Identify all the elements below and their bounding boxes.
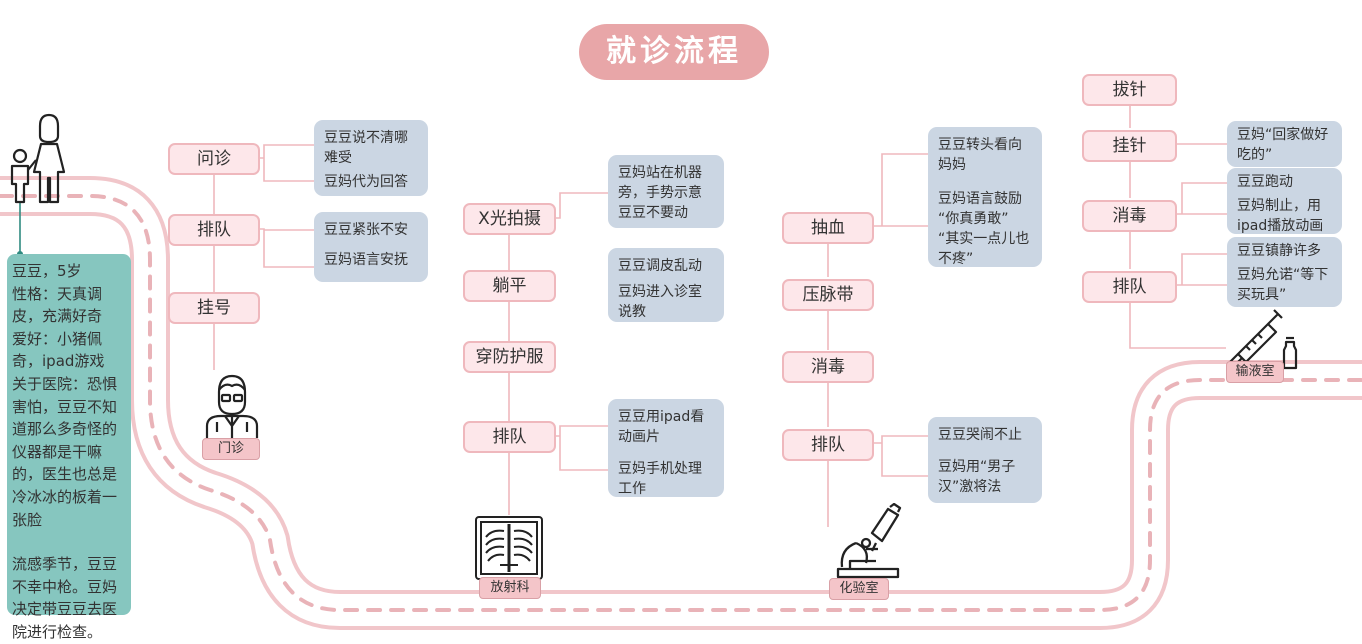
step-xray[interactable]: X光拍摄 [463, 203, 556, 235]
step-paidui[interactable]: 排队 [1082, 271, 1177, 303]
child-story-text: 流感季节，豆豆不幸中枪。豆妈决定带豆豆去医院进行检查。 [12, 555, 118, 641]
note-infusion-xiaodu: 豆豆跑动 豆妈制止，用ipad播放动画 [1227, 168, 1342, 234]
page-title: 就诊流程 [579, 24, 769, 80]
xray-icon [475, 516, 543, 580]
note-line: 豆妈用“男子汉”激将法 [938, 459, 1016, 495]
station-label-clinic: 门诊 [202, 438, 260, 460]
note-line: 豆妈允诺“等下买玩具” [1237, 267, 1329, 303]
note-xray: 豆妈站在机器旁，手势示意豆豆不要动 [608, 155, 724, 228]
step-wenzhen[interactable]: 问诊 [168, 143, 260, 175]
note-guazhen: 豆妈“回家做好吃的” [1227, 121, 1342, 167]
note-clinic-paidui: 豆豆紧张不安 豆妈语言安抚 [314, 212, 428, 282]
note-line: 豆豆用ipad看动画片 [618, 409, 705, 445]
note-line: 豆豆跑动 [1237, 174, 1293, 190]
child-profile-text: 豆豆，5岁 性格：天真调皮，充满好奇 爱好：小猪佩奇，ipad游戏 关于医院：恐… [12, 262, 118, 529]
note-line: 豆妈语言安抚 [324, 252, 408, 268]
note-line: 豆妈进入诊室说教 [618, 284, 702, 320]
connector [260, 228, 314, 268]
step-xiaodu[interactable]: 消毒 [782, 351, 874, 383]
step-choxue[interactable]: 抽血 [782, 212, 874, 244]
note-radiology-paidui: 豆豆用ipad看动画片 豆妈手机处理工作 [608, 399, 724, 497]
note-line: 豆妈站在机器旁，手势示意豆豆不要动 [618, 165, 702, 221]
connector [556, 192, 608, 219]
station-label-infusion: 输液室 [1226, 361, 1284, 383]
step-paidui[interactable]: 排队 [782, 429, 874, 461]
note-choxue: 豆豆转头看向妈妈 豆妈语言鼓励 “你真勇敢” “其实一点儿也不疼” [928, 127, 1042, 267]
step-tangping[interactable]: 躺平 [463, 270, 556, 302]
mother-child-icon [10, 113, 66, 204]
station-label-lab: 化验室 [829, 578, 889, 600]
note-line: 豆豆说不清哪难受 [324, 130, 408, 166]
note-line: 豆豆镇静许多 [1237, 243, 1321, 259]
child-profile-card: 豆豆，5岁 性格：天真调皮，充满好奇 爱好：小猪佩奇，ipad游戏 关于医院：恐… [7, 254, 131, 641]
note-line: 豆豆紧张不安 [324, 222, 408, 238]
connector [1129, 301, 1226, 349]
connector [556, 425, 608, 471]
note-line: 豆妈手机处理工作 [618, 461, 702, 497]
connector [1177, 253, 1227, 286]
step-yamaidai[interactable]: 压脉带 [782, 279, 874, 311]
note-line: 豆妈语言鼓励 “你真勇敢” “其实一点儿也不疼” [938, 191, 1030, 267]
connector [874, 153, 928, 227]
note-lab-paidui: 豆豆哭闹不止 豆妈用“男子汉”激将法 [928, 417, 1042, 503]
road-center-dash [0, 194, 1362, 612]
microscope-icon [836, 503, 902, 579]
note-line: 豆豆哭闹不止 [938, 427, 1022, 443]
step-xiaodu[interactable]: 消毒 [1082, 200, 1177, 232]
step-paidui[interactable]: 排队 [168, 214, 260, 246]
step-guazhen[interactable]: 挂针 [1082, 130, 1177, 162]
note-infusion-paidui: 豆豆镇静许多 豆妈允诺“等下买玩具” [1227, 237, 1342, 307]
step-bazhen[interactable]: 拔针 [1082, 74, 1177, 106]
connector [874, 435, 928, 477]
doctor-icon [205, 374, 259, 438]
note-line: 豆豆转头看向妈妈 [938, 137, 1022, 173]
connector [260, 144, 314, 182]
note-line: 豆妈“回家做好吃的” [1237, 127, 1329, 163]
note-line: 豆妈制止，用ipad播放动画 [1237, 198, 1324, 234]
step-fanghufu[interactable]: 穿防护服 [463, 341, 556, 373]
step-guahao[interactable]: 挂号 [168, 292, 260, 324]
road-map [0, 106, 1362, 630]
step-paidui[interactable]: 排队 [463, 421, 556, 453]
note-wenzhen: 豆豆说不清哪难受 豆妈代为回答 [314, 120, 428, 196]
connector [1177, 182, 1227, 215]
note-line: 豆妈代为回答 [324, 174, 408, 190]
note-line: 豆豆调皮乱动 [618, 258, 702, 274]
station-label-radiology: 放射科 [479, 577, 541, 599]
note-radiology-middle: 豆豆调皮乱动 豆妈进入诊室说教 [608, 248, 724, 322]
